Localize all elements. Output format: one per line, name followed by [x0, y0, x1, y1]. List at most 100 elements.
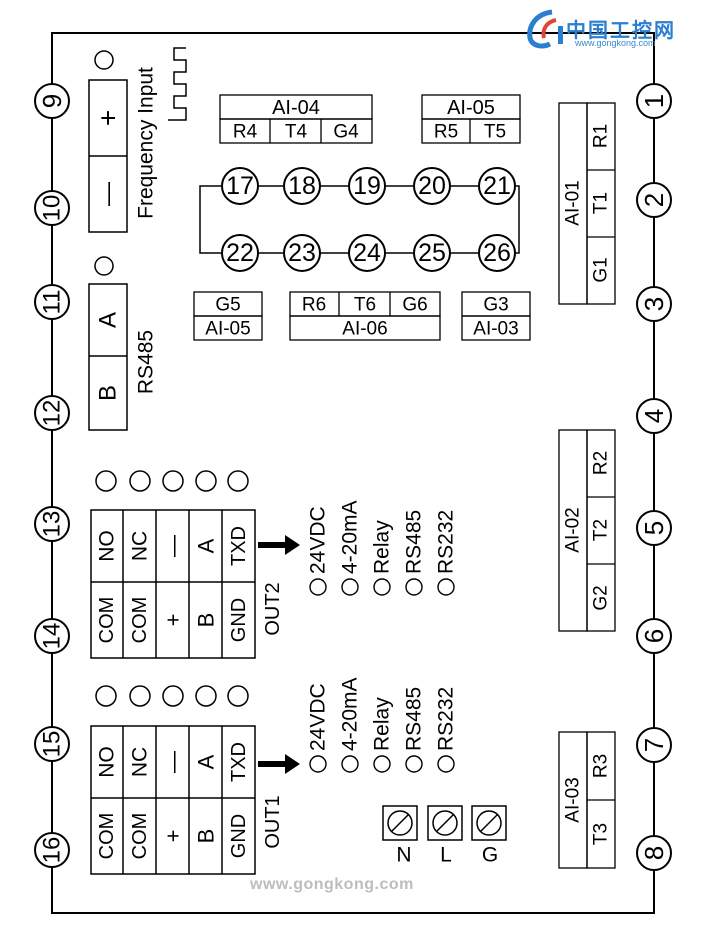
out2-label: OUT2	[262, 582, 284, 635]
out1-options: 24VDC 4-20mA Relay RS485 RS232	[307, 677, 458, 773]
right-terminal-column: 1 2 3 4 5 6 7 8	[636, 83, 672, 871]
out1-option-rs485: RS485	[403, 687, 426, 751]
out1-com-1: COM	[96, 813, 118, 860]
g5-label-block: G5 AI-05	[193, 291, 263, 341]
indicator-led	[94, 256, 114, 276]
terminal-circle	[636, 618, 672, 654]
indicator-led	[94, 50, 114, 70]
out2-com-1: COM	[96, 597, 118, 644]
out1-block: NO NC — A TXD COM COM + B GND OUT1 24VDC…	[90, 677, 458, 875]
terminal-6: 6	[639, 629, 669, 643]
ai02-title: AI-02	[563, 507, 584, 552]
watermark-brand-cn: 中国工控网	[566, 20, 676, 42]
terminal-circle	[34, 83, 70, 119]
out1-com-2: COM	[129, 813, 151, 860]
power-n-label: N	[396, 844, 411, 867]
out2-arrow-icon	[258, 535, 300, 555]
out1-terminal-grid	[90, 725, 256, 875]
out1-minus: —	[161, 751, 186, 773]
out1-option-relay: Relay	[371, 697, 394, 751]
terminal-circle	[34, 832, 70, 868]
ai03-label-block: AI-03 R3 T3	[558, 731, 616, 869]
option-radio	[405, 755, 423, 773]
out2-minus: —	[161, 535, 186, 557]
out2-com-2: COM	[129, 597, 151, 644]
option-radio	[437, 755, 455, 773]
ai04-t4: T4	[285, 122, 308, 143]
terminal-2: 2	[639, 193, 669, 207]
g3-label: G3	[483, 295, 508, 316]
terminal-14: 14	[39, 623, 66, 650]
ai03-r3: R3	[591, 754, 612, 778]
terminal-13: 13	[39, 511, 66, 538]
option-radio	[309, 755, 327, 773]
ai04-label-block: AI-04 R4 T4 G4	[219, 94, 373, 144]
terminal-25: 25	[418, 239, 446, 267]
out1-option-4-20ma: 4-20mA	[339, 677, 362, 751]
out2-nc: NC	[129, 531, 152, 561]
option-radio	[309, 578, 327, 596]
frequency-minus-label: —	[95, 182, 122, 206]
g3-ai03-label: AI-03	[473, 319, 518, 340]
left-terminal-column: 9 10 11 12 13 14 15 16	[34, 83, 70, 868]
terminal-1: 1	[639, 94, 669, 108]
ai05-title: AI-05	[447, 97, 495, 119]
ai01-r1: R1	[591, 124, 612, 148]
screw-icon	[476, 810, 502, 836]
ai06-title: AI-06	[342, 319, 387, 340]
ai01-t1: T1	[591, 192, 612, 214]
terminal-9: 9	[37, 94, 67, 108]
ai02-g2: G2	[591, 585, 612, 610]
terminal-20: 20	[418, 172, 446, 200]
terminal-circle	[34, 284, 70, 320]
terminal-15: 15	[39, 731, 66, 758]
rs485-terminal-box	[88, 283, 128, 431]
out1-nc: NC	[129, 747, 152, 777]
out1-option-24vdc: 24VDC	[307, 683, 330, 751]
ai05-label-block: AI-05 R5 T5	[421, 94, 521, 144]
option-radio	[437, 578, 455, 596]
option-radio	[405, 578, 423, 596]
ai06-t6: T6	[354, 295, 376, 316]
terminal-circle	[636, 182, 672, 218]
out1-plus: +	[161, 830, 186, 843]
terminal-circle	[34, 726, 70, 762]
watermark-brand-url: www.gongkong.com	[575, 38, 656, 48]
out2-a: A	[194, 538, 219, 553]
ai04-title: AI-04	[272, 97, 320, 119]
ai03-title: AI-03	[563, 777, 584, 822]
out1-option-rs232: RS232	[435, 687, 458, 751]
ai06-g6: G6	[402, 295, 427, 316]
terminal-16: 16	[39, 837, 66, 864]
screw-icon	[387, 810, 413, 836]
power-g-label: G	[482, 844, 498, 867]
terminal-circle	[636, 83, 672, 119]
enclosure-outline	[51, 32, 655, 914]
terminal-19: 19	[353, 172, 381, 200]
out1-led-row	[95, 685, 249, 707]
ai06-r6: R6	[302, 295, 326, 316]
terminal-18: 18	[288, 172, 316, 200]
rs485-a-label: A	[95, 312, 122, 328]
terminal-3: 3	[639, 297, 669, 311]
ai02-label-block: AI-02 R2 T2 G2	[558, 429, 616, 632]
option-radio	[341, 578, 359, 596]
option-radio	[373, 578, 391, 596]
out1-arrow-icon	[258, 754, 300, 774]
frequency-input-block: + — Frequency Input	[88, 47, 187, 233]
ai04-g4: G4	[333, 122, 359, 143]
ai06-label-block: R6 T6 G6 AI-06	[289, 291, 441, 341]
out2-option-relay: Relay	[371, 520, 394, 574]
terminal-26: 26	[483, 239, 511, 267]
terminal-5: 5	[639, 521, 669, 535]
mid-terminal-block: 17 18 19 20 21 22 23 24 25 26	[199, 167, 520, 272]
rs485-label: RS485	[135, 330, 158, 394]
terminal-circle	[34, 618, 70, 654]
option-radio	[373, 755, 391, 773]
pulse-waveform-icon	[168, 47, 187, 121]
terminal-4: 4	[639, 409, 669, 423]
rs485-block: A B RS485	[88, 256, 158, 431]
out2-b: B	[194, 613, 219, 628]
terminal-17: 17	[226, 172, 254, 200]
